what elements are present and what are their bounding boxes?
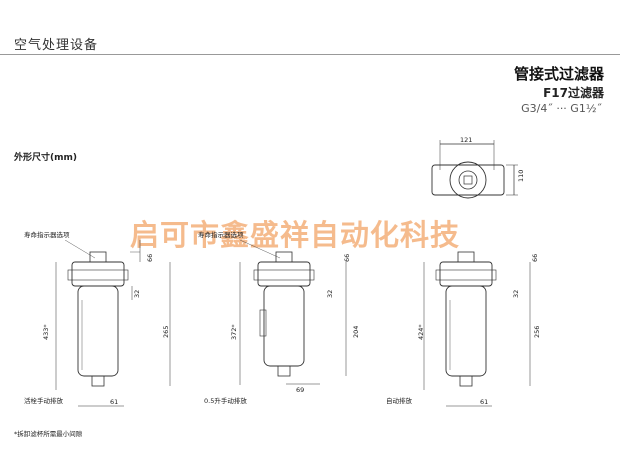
top-view-drawing	[431, 140, 518, 199]
filter-1-top: 66	[146, 253, 154, 262]
filter-2-drain-label: 0.5升手动排放	[204, 397, 247, 405]
filter-2-top-label: 寿命指示器选项	[198, 231, 244, 239]
filter-1-body: 265	[162, 325, 170, 338]
filter-3-mid: 32	[512, 289, 520, 298]
filter-1-mid: 32	[133, 289, 141, 298]
filter-2-base: 69	[296, 386, 305, 394]
filter-1-drawing	[55, 240, 171, 407]
filter-2-overall: 372*	[230, 324, 238, 340]
product-subtitle: F17过滤器	[543, 86, 604, 100]
top-view-width: 121	[460, 136, 473, 144]
filter-3-drain-label: 自动排放	[386, 397, 412, 405]
port-sizes: G3/4˝ ··· G1½˝	[521, 102, 602, 115]
filter-3-drawing	[423, 251, 531, 407]
filter-2-top: 66	[343, 253, 351, 262]
filter-1-top-label: 寿命指示器选项	[24, 231, 70, 239]
footnote: *拆卸滤杯所需最小间隙	[14, 430, 83, 438]
filter-2-body: 204	[352, 325, 360, 338]
filter-1-base: 61	[110, 398, 119, 406]
filter-3-top: 66	[531, 253, 539, 262]
filter-3-base: 61	[480, 398, 489, 406]
dimensions-label: 外形尺寸(mm)	[14, 153, 77, 163]
filter-2-mid: 32	[326, 289, 334, 298]
filter-1-drain-label: 活栓手动排放	[24, 397, 63, 405]
section-title: 空气处理设备	[14, 38, 99, 53]
page-title: 管接式过滤器	[513, 65, 604, 83]
filter-2-drawing	[239, 240, 347, 385]
header-divider	[0, 54, 620, 55]
top-view-height: 110	[517, 169, 525, 182]
filter-3-body: 256	[533, 325, 541, 338]
filter-3-overall: 424*	[417, 324, 425, 340]
watermark-text: 启可市鑫盛祥自动化科技	[130, 218, 461, 252]
filter-1-overall: 433*	[42, 324, 50, 340]
